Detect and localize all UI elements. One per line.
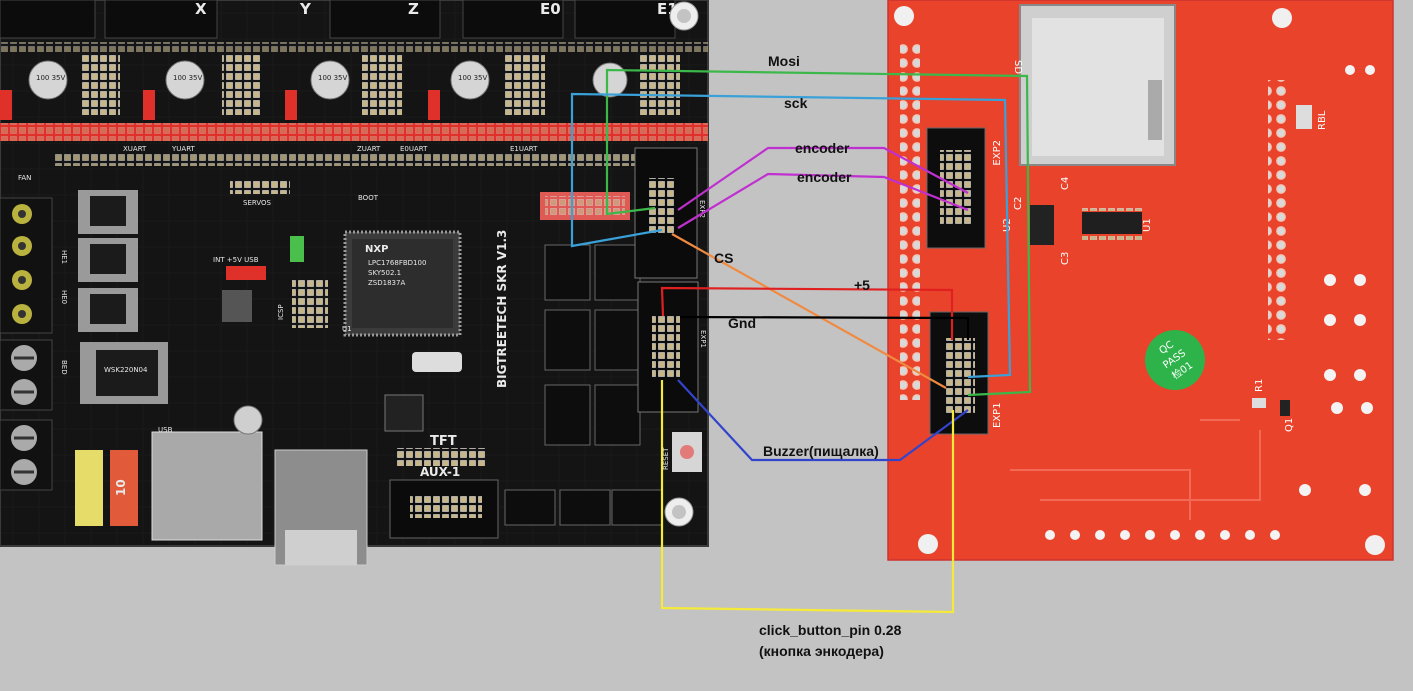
wire-click-button	[660, 380, 955, 614]
qc-pass-sticker	[1145, 330, 1205, 390]
uart-label-e0: E0UART	[400, 145, 428, 153]
terminal-blocks	[0, 197, 53, 491]
red-jumper-strip	[0, 90, 708, 141]
driver-label-e0: E0	[540, 0, 561, 18]
label-mosi: Mosi	[768, 53, 800, 69]
label-sck: sck	[784, 95, 808, 111]
endstop-connectors	[504, 244, 663, 526]
uart-label-y: YUART	[171, 145, 196, 153]
cap-label: 100 35V	[36, 74, 65, 82]
board-brand: BIGTREETECH SKR V1.3	[495, 230, 509, 388]
mainboard-exp2	[634, 147, 698, 279]
capacitor	[233, 405, 263, 435]
uart-label-x: XUART	[123, 145, 147, 153]
label-encoder-1: encoder	[795, 140, 850, 156]
label-click-line-2: (кнопка энкодера)	[759, 643, 884, 659]
label-click-line-1: click_button_pin 0.28	[759, 622, 902, 638]
lcd-board: SD EXP2 EXP1 U2 C2 C3 C4 U1 RBL QC PA	[887, 0, 1394, 561]
wires	[570, 68, 1032, 614]
uart-label-e1: E1UART	[510, 145, 538, 153]
fuse-label: 10	[114, 479, 128, 496]
mcu-line-2: SKY502.1	[368, 269, 401, 277]
lcd-u1-chip	[1082, 212, 1142, 234]
cap-label: 100 35V	[173, 74, 202, 82]
wire-encoder-2	[677, 172, 969, 229]
label-encoder-2: encoder	[797, 169, 852, 185]
wire-power	[660, 286, 954, 340]
driver-label-z: Z	[408, 0, 419, 18]
mosfet-label: WSK220N04	[104, 366, 148, 374]
lcd-exp2-connector	[926, 127, 986, 249]
wire-cs	[671, 233, 947, 389]
mainboard-exp2-label: EXP2	[698, 200, 706, 218]
driver-headers	[0, 0, 708, 52]
label-power: +5	[854, 277, 870, 293]
mcu-id: U1	[342, 325, 352, 333]
mosfets	[78, 190, 168, 404]
power-select-label: INT +5V USB	[213, 256, 259, 264]
label-cs: CS	[714, 250, 733, 266]
lcd-c3-label: C3	[1060, 252, 1071, 265]
lcd-c2-label: C2	[1013, 197, 1024, 210]
lcd-r1-label: R1	[1254, 379, 1265, 392]
heater-label-he1: HE1	[60, 250, 68, 264]
heater-label-bed: BED	[60, 360, 68, 375]
lcd-c4-label: C4	[1060, 177, 1071, 190]
lcd-sd-label: SD	[1012, 60, 1023, 74]
driver-label-x: X	[195, 0, 207, 18]
icsp-label: ICSP	[277, 304, 285, 320]
reset-label: RESET	[662, 447, 670, 470]
servos-label: SERVOS	[243, 199, 272, 207]
fan-label: FAN	[18, 174, 31, 182]
mcu-line-1: LPC1768FBD100	[368, 259, 426, 267]
wire-buzzer	[677, 379, 969, 462]
driver-label-y: Y	[299, 0, 312, 18]
wire-sck	[570, 92, 1012, 379]
lcd-q1-label: Q1	[1284, 418, 1295, 432]
usb-label: USB	[158, 426, 173, 434]
label-gnd: Gnd	[728, 315, 756, 331]
lcd-rbl-label: RBL	[1317, 110, 1328, 130]
lcd-exp2-label: EXP2	[992, 140, 1003, 166]
fuses	[75, 450, 138, 526]
jumper-blocks	[80, 55, 680, 115]
lcd-exp1-connector	[929, 311, 989, 435]
mainboard: X Y Z E0 E1 100 35V 100 35V 100 35V 100 …	[0, 0, 709, 566]
wire-encoder-1	[677, 146, 969, 211]
aux-label: AUX-1	[420, 465, 460, 479]
mcu-chip	[343, 230, 462, 337]
lcd-pads	[1045, 65, 1375, 540]
usb-port	[151, 431, 263, 541]
heater-label-he0: HE0	[60, 290, 68, 304]
label-buzzer: Buzzer(пищалка)	[763, 443, 879, 459]
lcd-u1-label: U1	[1142, 218, 1153, 232]
lcd-exp1-label: EXP1	[992, 402, 1003, 428]
mainboard-exp1-label: EXP1	[699, 330, 707, 348]
capacitors	[28, 60, 628, 100]
mcu-line-3: ZSD1837A	[368, 279, 405, 287]
uart-label-z: ZUART	[357, 145, 381, 153]
boot-label: BOOT	[358, 194, 379, 202]
wire-gnd	[679, 315, 970, 340]
cap-label: 100 35V	[318, 74, 347, 82]
mcu-brand: NXP	[365, 244, 388, 255]
wire-mosi	[605, 68, 1032, 397]
tft-label: TFT	[430, 434, 457, 449]
cap-label: 100 35V	[458, 74, 487, 82]
